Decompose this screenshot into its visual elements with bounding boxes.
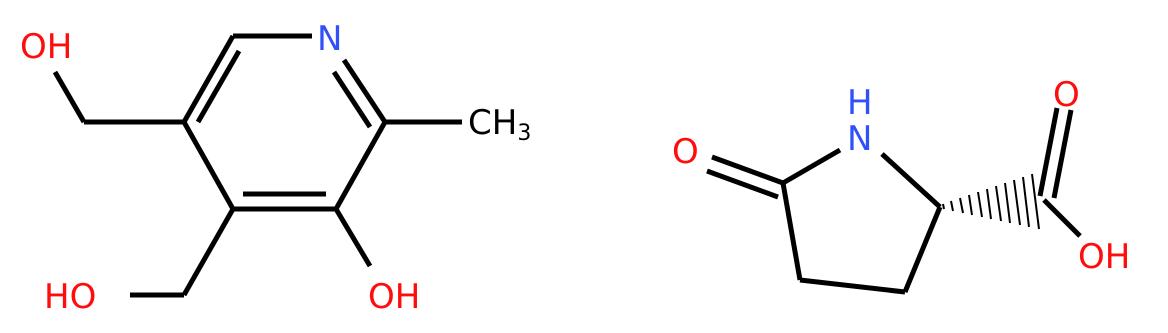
label-ch3-main: CH <box>468 103 517 143</box>
bond-n1-c2-inner <box>331 70 373 129</box>
label-ring-n-h: H <box>847 83 873 123</box>
hash-7 <box>995 185 1002 222</box>
label-ch3-subscript: 3 <box>517 121 531 146</box>
bond-c4-ch2 <box>181 207 236 297</box>
bond-c2-c3 <box>333 120 388 211</box>
label-carboxyl-oh: OH <box>1078 237 1130 277</box>
hash-8 <box>1004 182 1011 224</box>
bond-cooh-o-double <box>1037 107 1060 197</box>
hash-3 <box>959 197 964 214</box>
bond-c5-c4 <box>780 182 803 281</box>
stereo-hash-wedge <box>942 173 1040 230</box>
pyridoxine-structure: OH N CH3 HO OH <box>20 19 531 317</box>
bond-c2-n <box>880 152 942 209</box>
pyroglutamic-acid-structure: O N H O OH <box>672 75 1130 295</box>
bond-c3-c2 <box>902 206 943 293</box>
bond-c5-o-double <box>706 168 779 200</box>
bond-c3-oh <box>333 207 373 268</box>
hash-5 <box>977 191 983 218</box>
hash-6 <box>986 188 992 220</box>
hash-2 <box>950 200 954 212</box>
hash-11 <box>1031 173 1040 230</box>
bond-ch2-oh-top <box>52 70 87 124</box>
bond-n-c5 <box>781 147 842 186</box>
bond-cooh-o-double-2 <box>1051 109 1074 199</box>
label-ho-bottom-left: HO <box>44 277 96 317</box>
label-ch3: CH3 <box>468 103 531 146</box>
label-pyridine-n: N <box>317 19 342 59</box>
bond-c4-c5 <box>181 120 236 211</box>
hash-1 <box>942 203 945 210</box>
bond-c6-c5-inner <box>195 49 242 124</box>
bond-cooh-oh <box>1042 198 1082 238</box>
bond-n1-c2 <box>341 58 388 124</box>
bond-c6-c5 <box>181 34 236 124</box>
label-ring-n: N <box>847 119 872 159</box>
label-carboxyl-o: O <box>1053 75 1080 115</box>
hash-9 <box>1013 179 1021 226</box>
bond-c5-o <box>711 154 784 186</box>
bond-c4-c3 <box>799 277 906 295</box>
label-oh-bottom-right: OH <box>368 277 420 317</box>
label-oh-top: OH <box>20 27 72 67</box>
hash-4 <box>968 194 973 216</box>
hash-10 <box>1022 176 1030 228</box>
label-ketone-o: O <box>672 132 699 172</box>
